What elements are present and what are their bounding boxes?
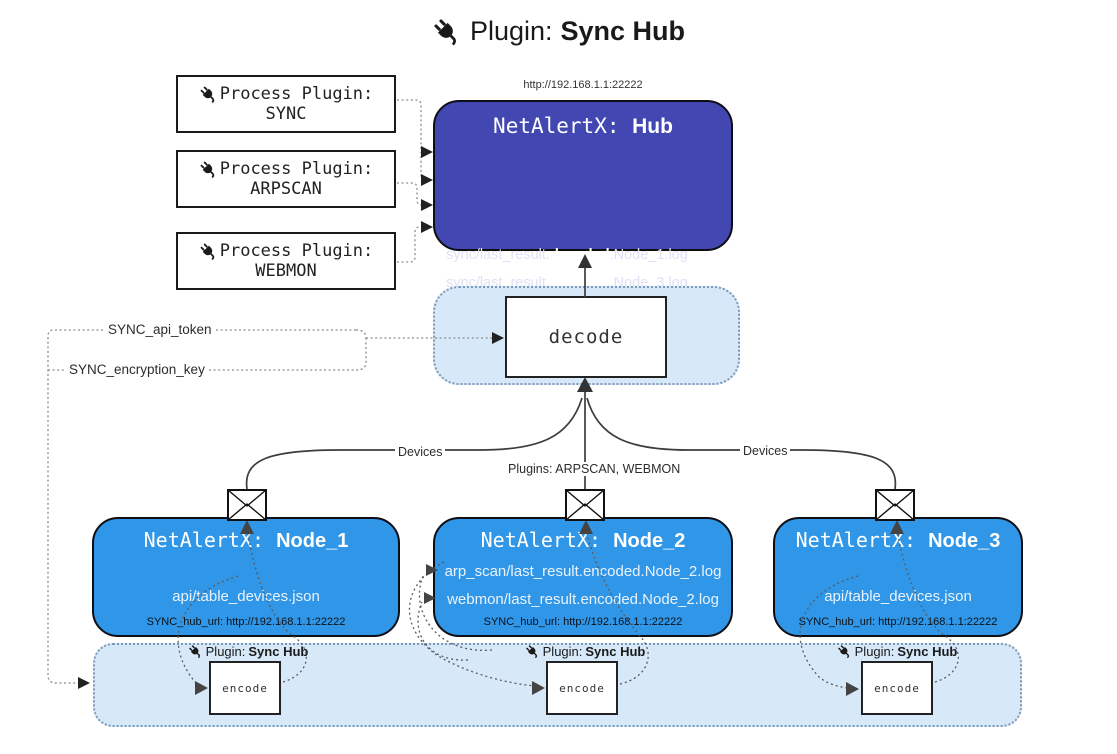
encode-box-2: encode: [546, 661, 618, 715]
node-file-line: api/table_devices.json: [172, 588, 320, 605]
encode-box-1: encode: [209, 661, 281, 715]
hub-url-label: http://192.168.1.1:22222: [523, 79, 643, 91]
process-plugin-name: SYNC: [265, 104, 307, 124]
node-1-box: NetAlertX: Node_1 api/table_devices.json…: [92, 517, 400, 637]
node-hub-url: SYNC_hub_url: http://192.168.1.1:22222: [798, 616, 998, 628]
node-title: NetAlertX: Node_1: [143, 528, 349, 552]
node-file-line: arp_scan/last_result.encoded.Node_2.log: [444, 563, 722, 580]
hub-title: NetAlertX: Hub: [435, 114, 731, 139]
page-title-bold: Sync Hub: [560, 16, 686, 46]
plug-icon: [200, 243, 214, 260]
encoder-3-label: Plugin: Sync Hub: [812, 644, 982, 659]
envelope-icon: [227, 489, 267, 526]
plug-icon: [188, 645, 200, 659]
node-file-line: webmon/last_result.encoded.Node_2.log: [447, 591, 719, 608]
node-title: NetAlertX: Node_2: [480, 528, 686, 552]
plug-icon: [525, 645, 537, 659]
edge-token-merge-top: [355, 329, 367, 339]
decode-box: decode: [505, 296, 667, 378]
edge-token-merge-bottom: [355, 338, 367, 371]
plugins-edge-label: Plugins: ARPSCAN, WEBMON: [505, 462, 684, 476]
process-plugin-sync: Process Plugin: SYNC: [176, 75, 396, 133]
plug-icon: [200, 86, 214, 103]
encoder-2-label: Plugin: Sync Hub: [500, 644, 670, 659]
sync-encryption-key-label: SYNC_encryption_key: [66, 362, 208, 377]
sync-api-token-label: SYNC_api_token: [105, 322, 215, 337]
envelope-icon: [875, 489, 915, 526]
hub-title-bold: Hub: [632, 115, 673, 138]
arrow-hub-line2: [421, 174, 433, 186]
node-3-box: NetAlertX: Node_3 api/table_devices.json…: [773, 517, 1023, 637]
encode-box-3: encode: [861, 661, 933, 715]
plug-icon: [434, 18, 456, 46]
hub-log-line: sync/last_result.decoded.Node_1.log: [446, 247, 688, 263]
hub-title-prefix: NetAlertX:: [493, 114, 633, 138]
encoder-1-label: Plugin: Sync Hub: [163, 644, 333, 659]
process-plugin-webmon: Process Plugin: WEBMON: [176, 232, 396, 290]
arrow-into-bar-left: [78, 677, 90, 689]
edge-arpscan-to-hub: [397, 182, 429, 206]
page-title-prefix: Plugin:: [469, 16, 553, 46]
page-title: Plugin: Sync Hub: [0, 16, 1117, 47]
plug-icon: [837, 645, 849, 659]
devices-label-left: Devices: [395, 445, 446, 459]
process-plugin-name: ARPSCAN: [250, 179, 322, 199]
node-hub-url: SYNC_hub_url: http://192.168.1.1:22222: [483, 616, 683, 628]
edge-sync-to-hub: [397, 99, 429, 181]
devices-label-right: Devices: [740, 444, 791, 458]
edge-webmon-to-hub: [397, 226, 429, 263]
arrow-hub-line3: [421, 199, 433, 211]
node-file-line: api/table_devices.json: [824, 588, 972, 605]
arrow-hub-line1: [421, 146, 433, 158]
process-plugin-arpscan: Process Plugin: ARPSCAN: [176, 150, 396, 208]
process-plugin-label: Process Plugin:: [219, 241, 374, 261]
node-title: NetAlertX: Node_3: [795, 528, 1001, 552]
plug-icon: [200, 161, 214, 178]
process-plugin-name: WEBMON: [255, 261, 317, 281]
envelope-icon: [565, 489, 605, 526]
process-plugin-label: Process Plugin:: [219, 159, 374, 179]
node-2-box: NetAlertX: Node_2 arp_scan/last_result.e…: [433, 517, 733, 637]
edge-sync-to-hub-branch: [420, 146, 429, 153]
node-hub-url: SYNC_hub_url: http://192.168.1.1:22222: [146, 616, 346, 628]
hub-box: NetAlertX: Hub sync/last_result.decoded.…: [433, 100, 733, 338]
arrow-hub-line4: [421, 221, 433, 233]
process-plugin-label: Process Plugin:: [219, 84, 374, 104]
